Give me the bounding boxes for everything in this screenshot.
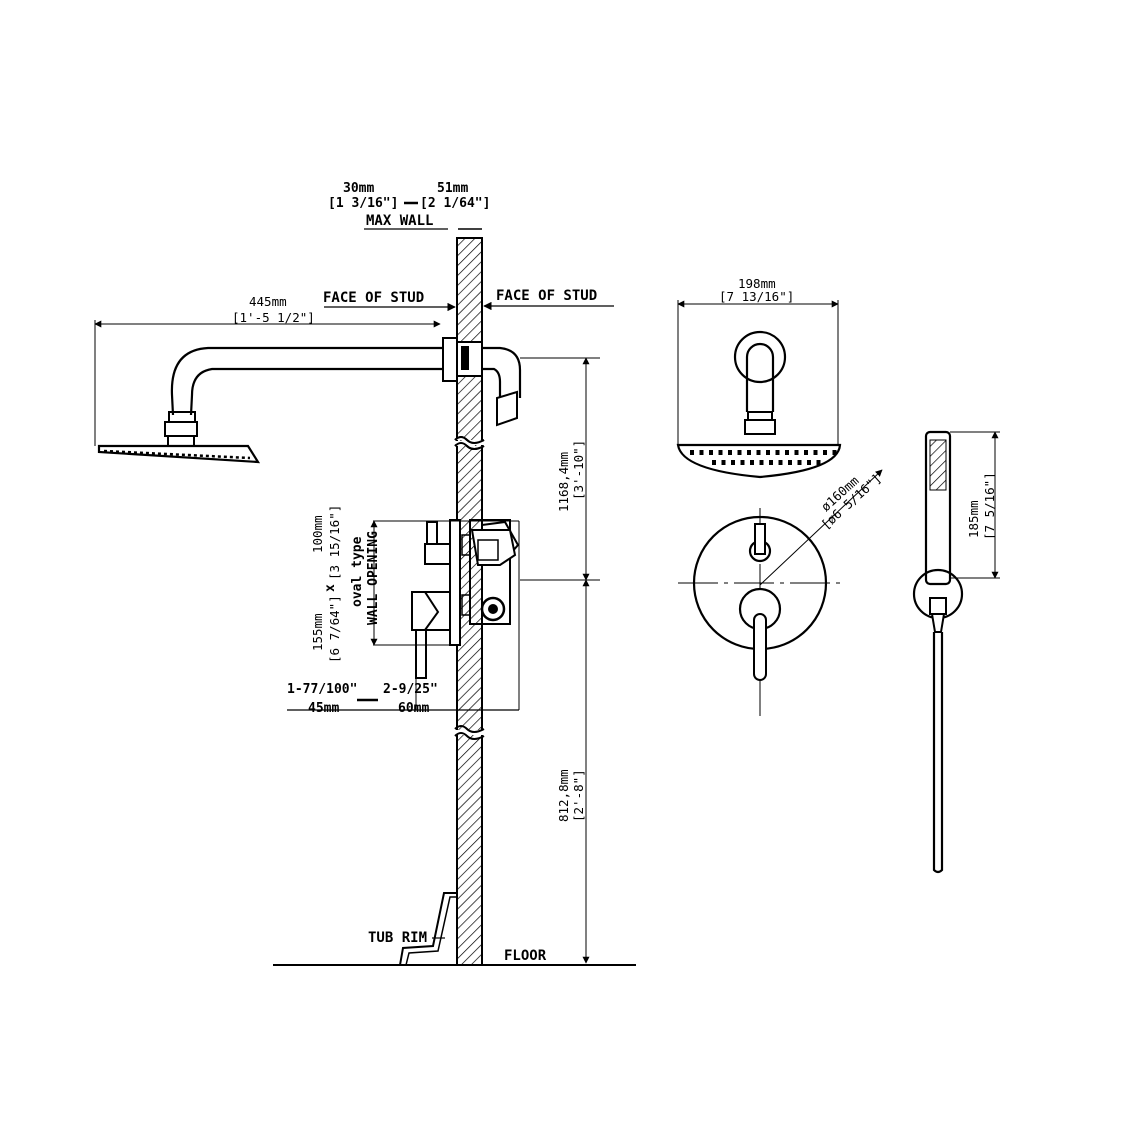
depth-right-text: 60mm bbox=[398, 701, 429, 716]
dim-head-diameter: ø160mm [ø6 5/16"] bbox=[759, 469, 884, 586]
plate-width-imp-text: [7 13/16"] bbox=[719, 289, 794, 304]
valve-trim-front-view bbox=[678, 508, 842, 718]
nozzle bbox=[709, 450, 713, 455]
handshower-head bbox=[924, 430, 952, 586]
nozzle bbox=[778, 460, 783, 465]
height-valve-imp-text: [2'-8"] bbox=[571, 769, 586, 822]
nozzle bbox=[747, 450, 751, 455]
mixer-lever bbox=[753, 613, 767, 681]
oval-type-text: oval type bbox=[350, 536, 365, 607]
handshower-len-imp-text: [7 5/16"] bbox=[982, 472, 997, 540]
height-showerhead-text: 1168,4mm bbox=[556, 452, 571, 512]
handshower-len-text: 185mm bbox=[966, 500, 981, 538]
height-showerhead-imp-text: [3'-10"] bbox=[571, 440, 586, 500]
nozzle bbox=[813, 450, 818, 455]
supply-elbow bbox=[482, 346, 522, 427]
max-wall-left-imp-text: [1 3/16"] bbox=[328, 196, 398, 211]
handshower-front-view: 185mm [7 5/16"] bbox=[912, 430, 1000, 874]
rain-showerhead-side bbox=[97, 444, 261, 464]
nozzle bbox=[816, 460, 821, 465]
nozzle bbox=[759, 460, 764, 465]
shower-arm-side bbox=[164, 337, 483, 447]
max-wall-right-text: 51mm bbox=[437, 181, 468, 196]
nozzle bbox=[797, 460, 802, 465]
nozzle bbox=[794, 450, 799, 455]
arm-length-imp-text: [1'-5 1/2"] bbox=[232, 310, 315, 325]
round-showerhead bbox=[676, 443, 842, 479]
valve-side bbox=[373, 519, 520, 710]
plate-width-text: 198mm bbox=[738, 276, 776, 291]
tub-rim-text: TUB RIM bbox=[368, 930, 427, 946]
max-wall-left-text: 30mm bbox=[343, 181, 374, 196]
nozzle bbox=[737, 450, 742, 455]
face-of-stud-left-text: FACE OF STUD bbox=[323, 290, 424, 306]
arm-length-text: 445mm bbox=[249, 294, 287, 309]
opening-h-imp-text: [6 7/64"] bbox=[327, 595, 342, 663]
dim-arm-length: 445mm [1'-5 1/2"] bbox=[94, 294, 441, 446]
nozzle bbox=[807, 460, 811, 465]
wall-flange bbox=[733, 330, 787, 384]
tub-rim-outline bbox=[399, 892, 457, 966]
nozzle bbox=[804, 450, 808, 455]
height-valve-text: 812,8mm bbox=[556, 769, 571, 822]
diverter-lever bbox=[754, 523, 766, 555]
dim-face-of-stud: FACE OF STUD FACE OF STUD bbox=[323, 288, 614, 312]
nozzle bbox=[721, 460, 726, 465]
nozzle bbox=[740, 460, 745, 465]
nozzle bbox=[728, 450, 732, 455]
nozzle bbox=[731, 460, 735, 465]
depth-right-imp-text: 2-9/25" bbox=[383, 682, 438, 697]
wall-break-lower bbox=[454, 725, 485, 740]
nozzle bbox=[769, 460, 773, 465]
showerhead-front-view: 198mm [7 13/16"] bbox=[676, 276, 842, 479]
nozzle bbox=[712, 460, 716, 465]
nozzle bbox=[690, 450, 694, 455]
handshower-hose bbox=[932, 632, 944, 874]
dim-max-wall: 30mm 51mm [1 3/16"] [2 1/64"] MAX WALL bbox=[328, 181, 490, 230]
nozzle bbox=[788, 460, 792, 465]
opening-h-text: 155mm bbox=[310, 613, 325, 651]
nozzle bbox=[756, 450, 761, 455]
depth-left-text: 45mm bbox=[308, 701, 339, 716]
nozzle bbox=[823, 450, 827, 455]
max-wall-text: MAX WALL bbox=[366, 213, 433, 229]
max-wall-right-imp-text: [2 1/64"] bbox=[420, 196, 490, 211]
nozzle bbox=[785, 450, 789, 455]
nozzle bbox=[718, 450, 723, 455]
face-of-stud-right-text: FACE OF STUD bbox=[496, 288, 597, 304]
dim-depth: 1-77/100" 2-9/25" 45mm 60mm bbox=[287, 678, 519, 716]
dim-heights: 1168,4mm [3'-10"] 812,8mm [2'-8"] bbox=[484, 357, 600, 966]
depth-left-imp-text: 1-77/100" bbox=[287, 682, 357, 697]
nozzle bbox=[775, 450, 780, 455]
opening-w-imp-text: [3 15/16"] bbox=[327, 505, 342, 580]
opening-times-text: x bbox=[323, 584, 338, 592]
nozzle bbox=[832, 450, 837, 455]
opening-w-text: 100mm bbox=[310, 515, 325, 553]
floor-text: FLOOR bbox=[504, 948, 547, 964]
nozzle bbox=[750, 460, 754, 465]
nozzle bbox=[699, 450, 704, 455]
nozzle bbox=[766, 450, 770, 455]
dim-wall-opening: 155mm [6 7/64"] x 100mm [3 15/16"] oval … bbox=[310, 505, 381, 663]
